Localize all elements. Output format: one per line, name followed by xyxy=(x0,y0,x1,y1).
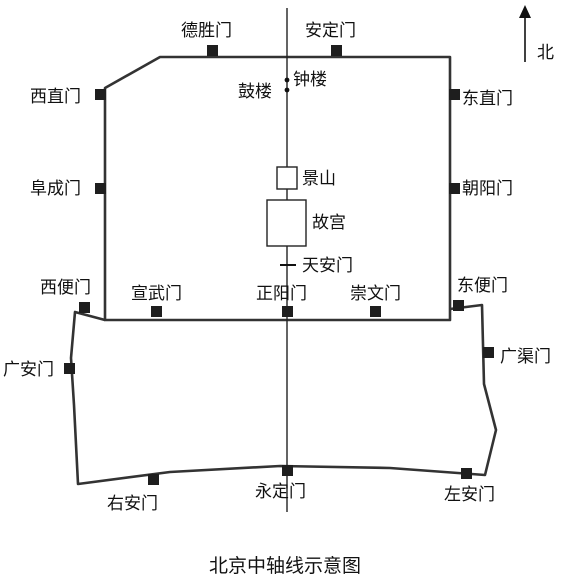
gate-zhengyangmen xyxy=(282,306,293,317)
label-dongzhimen: 东直门 xyxy=(462,89,513,109)
gate-guanganmen xyxy=(64,363,75,374)
gate-youanmen xyxy=(148,474,159,485)
label-zhengyangmen: 正阳门 xyxy=(256,284,307,304)
drum-tower-marker xyxy=(284,87,290,93)
label-deshengmen: 德胜门 xyxy=(181,21,232,41)
gate-xuanwumen xyxy=(151,306,162,317)
gate-dongzhimen xyxy=(449,89,460,100)
gate-chongwenmen xyxy=(370,306,381,317)
gate-fuchengmen xyxy=(95,183,106,194)
label-fuchengmen: 阜成门 xyxy=(30,179,81,199)
label-xibianmen: 西便门 xyxy=(40,278,91,298)
label-tiananmen: 天安门 xyxy=(302,256,353,276)
gate-xizhimen xyxy=(95,89,106,100)
gate-yongdingmen xyxy=(282,465,293,476)
figure-caption: 北京中轴线示意图 xyxy=(209,555,361,577)
gate-chaoyangmen xyxy=(449,183,460,194)
label-dongbianmen: 东便门 xyxy=(457,276,508,296)
label-andingmen: 安定门 xyxy=(305,21,356,41)
label-guanganmen: 广安门 xyxy=(3,360,54,380)
outer-city-wall xyxy=(69,303,498,486)
label-guangqumen: 广渠门 xyxy=(500,347,551,367)
north-label: 北 xyxy=(537,43,554,63)
jingshan-box xyxy=(276,166,298,190)
gate-dongbianmen xyxy=(453,300,464,311)
gate-xibianmen xyxy=(79,302,90,313)
bell-tower-marker xyxy=(284,77,290,83)
label-gulou: 鼓楼 xyxy=(238,82,272,102)
gate-guangqumen xyxy=(483,347,494,358)
label-youanmen: 右安门 xyxy=(107,494,158,514)
gate-deshengmen xyxy=(207,45,218,56)
forbidden-city-box xyxy=(266,199,307,247)
label-xuanwumen: 宣武门 xyxy=(131,284,182,304)
label-xizhimen: 西直门 xyxy=(30,87,81,107)
gate-zuoanmen xyxy=(461,468,472,479)
north-arrow-icon xyxy=(519,5,531,62)
label-zhonglou: 钟楼 xyxy=(293,70,327,90)
label-chongwenmen: 崇文门 xyxy=(350,284,401,304)
label-jingshan: 景山 xyxy=(302,169,336,189)
label-zuoanmen: 左安门 xyxy=(444,485,495,505)
gate-andingmen xyxy=(331,45,342,56)
label-gugong: 故宫 xyxy=(312,213,346,233)
label-yongdingmen: 永定门 xyxy=(255,482,306,502)
label-chaoyangmen: 朝阳门 xyxy=(462,179,513,199)
